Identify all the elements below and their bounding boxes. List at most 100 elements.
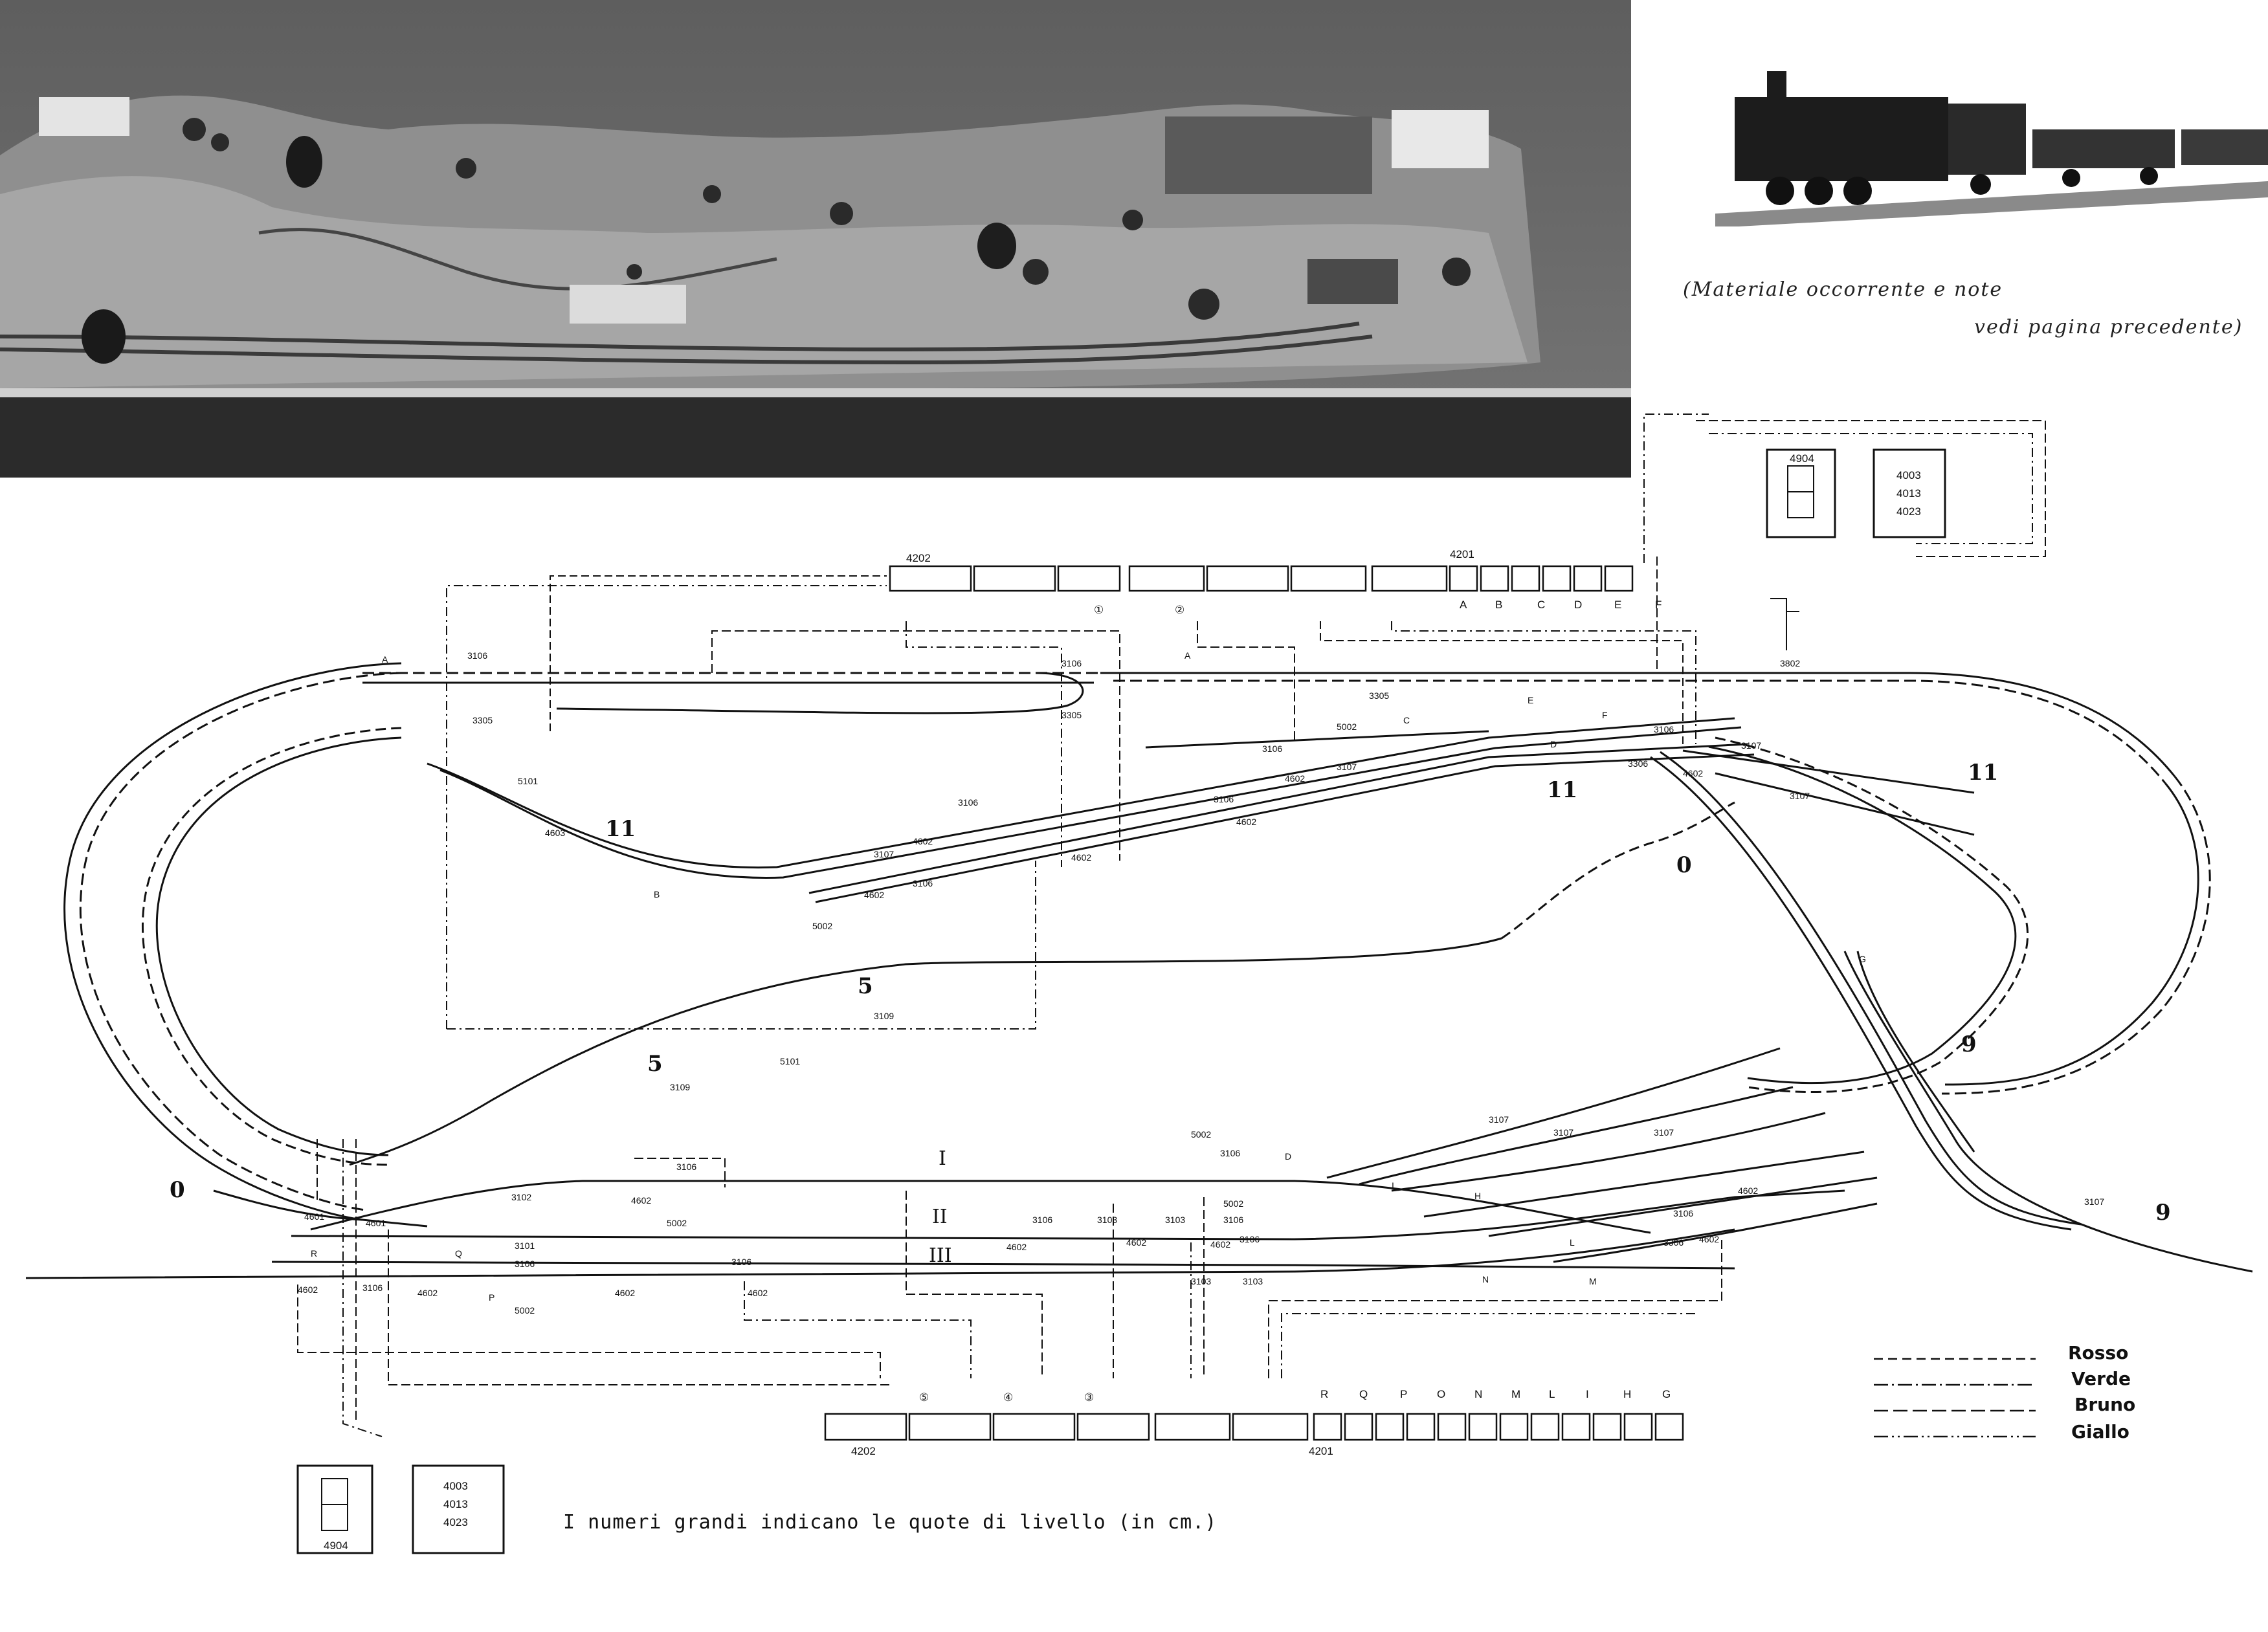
wire-bottom-mid: [634, 1158, 726, 1187]
part-label: 3102: [511, 1192, 531, 1202]
top-letter-c: C: [1537, 599, 1545, 611]
bottom-circle-4: ④: [1003, 1391, 1013, 1404]
part-label: 5101: [780, 1056, 800, 1066]
part-label: 3106: [676, 1162, 696, 1172]
top-letter-f: F: [1655, 599, 1662, 611]
bottom-panel-code-left: 4202: [851, 1445, 876, 1457]
signal-letter: G: [1859, 954, 1866, 964]
wire-bottom-left-4: [388, 1230, 893, 1385]
part-label: 3106: [1654, 724, 1674, 734]
bottom-transformer-box: [296, 1464, 373, 1554]
part-label: 3106: [1673, 1208, 1693, 1218]
part-label: 3106: [1062, 658, 1082, 668]
bottom-circle-5: ⑤: [919, 1391, 929, 1404]
top-circle-1: ①: [1094, 604, 1104, 616]
wire-ctrl-top-2: [1696, 420, 2046, 557]
part-label: 3103: [1191, 1276, 1211, 1286]
part-label: 4602: [748, 1288, 768, 1298]
signal-letter: A: [382, 654, 388, 665]
outer-loop-right: [1941, 776, 2211, 1095]
part-label: 3106: [958, 797, 978, 808]
top-letter-e: E: [1614, 599, 1621, 611]
signal-letter: Q: [455, 1248, 462, 1259]
part-label: 4602: [1236, 817, 1256, 827]
inner-loop-left: [142, 727, 402, 1166]
part-label: 3106: [1223, 1215, 1243, 1225]
level-11-a: 11: [605, 816, 636, 842]
part-label: 3107: [1654, 1127, 1674, 1138]
top-circle-2: ②: [1175, 604, 1184, 616]
part-label: 3106: [913, 878, 933, 888]
wire-top-right: [1197, 621, 1295, 744]
part-label: 3103: [1165, 1215, 1185, 1225]
ramp-level-9: [1843, 951, 2253, 1273]
part-label: 4602: [298, 1285, 318, 1295]
ramp-level-5: [349, 937, 1502, 1166]
part-label: 3305: [1062, 710, 1082, 720]
station-track-4: [815, 753, 1755, 903]
signal-letter: I: [1392, 1180, 1394, 1191]
part-label: 4602: [864, 890, 884, 900]
part-label: 3106: [1220, 1148, 1240, 1158]
ramp-descending-b: [1660, 751, 2082, 1226]
part-label: 3107: [874, 849, 894, 859]
bottom-controller-line-2: 4013: [443, 1498, 468, 1510]
bottom-switch-panel: [824, 1413, 1684, 1441]
track-number-II: II: [932, 1206, 948, 1228]
part-label: 3106: [1032, 1215, 1052, 1225]
part-label: 4602: [1126, 1237, 1146, 1248]
top-transformer-code: 4904: [1790, 452, 1814, 465]
part-label: 4602: [631, 1195, 651, 1206]
level-5-b: 5: [647, 1051, 663, 1077]
wire-top-left-2: [550, 575, 887, 731]
spur-top: [1145, 730, 1489, 749]
yard-track-II: [291, 1189, 1845, 1241]
top-switch-panel: [889, 565, 1634, 592]
station-track-3: [808, 743, 1748, 894]
signal-letter: B: [654, 889, 660, 899]
yard-fan-3: [1391, 1112, 1826, 1192]
part-label: 3101: [515, 1241, 535, 1251]
yard-fan-6: [1553, 1202, 1878, 1263]
part-label: 4602: [417, 1288, 438, 1298]
part-label: 3305: [472, 715, 493, 725]
part-label: 4602: [1071, 852, 1091, 863]
bottom-controller-box: [412, 1464, 505, 1554]
wire-top-far-right: [1320, 621, 1684, 744]
bottom-controller-line-3: 4023: [443, 1516, 468, 1528]
yard-track-I: [310, 1180, 1651, 1234]
wire-bottom-right: [1268, 1236, 1722, 1378]
outer-loop-right-b: [1944, 782, 2199, 1086]
part-label: 4601: [366, 1218, 386, 1228]
wire-bottom-mid-3: [906, 1191, 1043, 1378]
top-letter-d: D: [1574, 599, 1582, 611]
ramp-level-9-b: [1856, 951, 1975, 1152]
yard-track-III: [25, 1228, 1735, 1279]
bottom-letter-h: H: [1623, 1388, 1631, 1400]
yard-fan-2: [1359, 1086, 1794, 1185]
inner-loop-right-b: [1708, 745, 2017, 1085]
bottom-letter-o: O: [1437, 1388, 1445, 1400]
caption-line-1: (Materiale occorrente e note: [1683, 278, 2003, 301]
signal-letter: P: [489, 1292, 495, 1303]
signal-letter: A: [1184, 650, 1191, 661]
level-9-a: 9: [1961, 1031, 1977, 1057]
inner-loop-left-b: [155, 736, 402, 1156]
signal-letter: H: [1474, 1191, 1481, 1201]
legend-label-rosso: Rosso: [2068, 1342, 2128, 1363]
part-label: 4602: [615, 1288, 635, 1298]
bottom-letter-n: N: [1474, 1388, 1482, 1400]
inner-loop-right: [1715, 736, 2029, 1094]
level-0-a: 0: [1676, 852, 1692, 878]
legend-label-verde: Verde: [2071, 1368, 2131, 1389]
wire-top-mid: [711, 630, 1120, 861]
signal-letter: F: [1602, 710, 1608, 720]
part-label: 3106: [467, 650, 487, 661]
track-wiring-diagram: 4202 4201 A B C D E F ① ② 4904 4003 4013…: [25, 414, 2253, 1554]
signal-letter: D: [1285, 1151, 1291, 1162]
top-letter-a: A: [1460, 599, 1467, 611]
signal-letter: C: [1403, 715, 1410, 725]
part-label: 3106: [515, 1259, 535, 1269]
part-label: 5002: [515, 1305, 535, 1316]
bottom-letter-r: R: [1320, 1388, 1328, 1400]
